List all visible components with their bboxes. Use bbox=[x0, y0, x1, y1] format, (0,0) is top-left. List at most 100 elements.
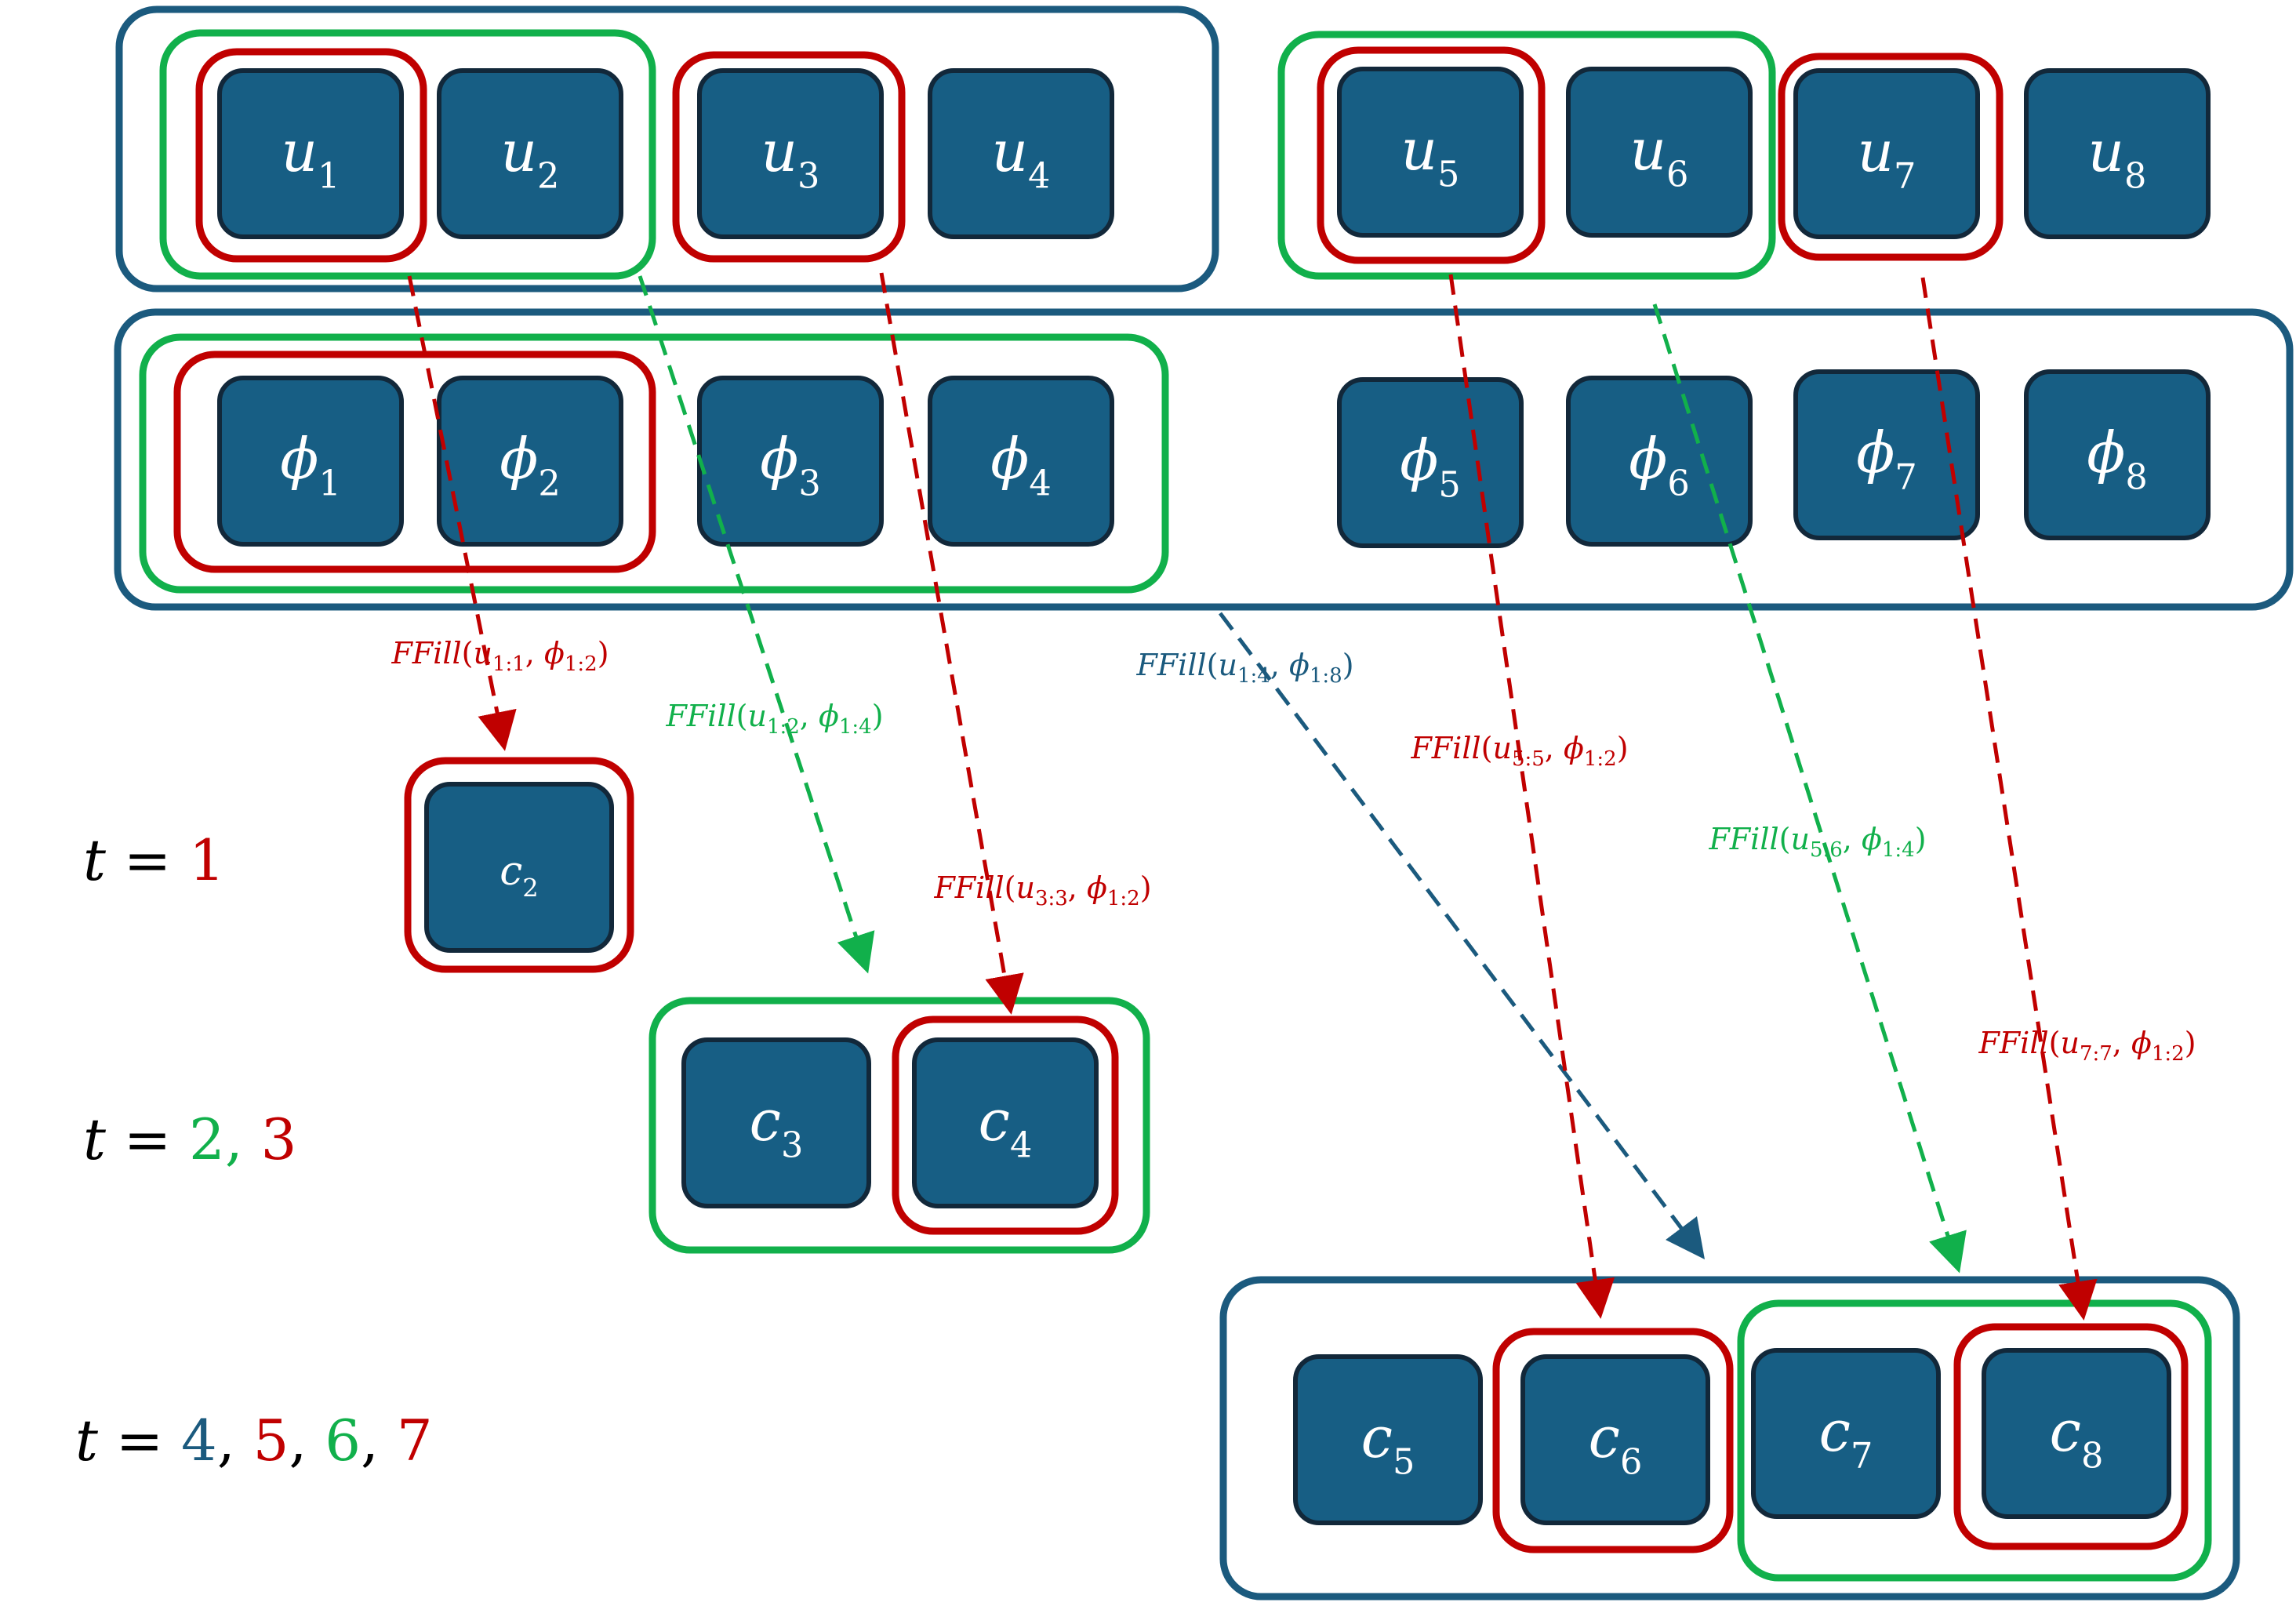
node-subscript: 3 bbox=[798, 463, 820, 504]
node-u-1: u1 bbox=[217, 68, 404, 239]
node-subscript: 8 bbox=[2124, 156, 2146, 197]
node-label: ϕ4 bbox=[990, 426, 1051, 504]
node-box bbox=[681, 1037, 871, 1208]
node-box bbox=[424, 782, 614, 953]
node-phi-8: ϕ8 bbox=[2024, 369, 2211, 540]
node-label: ϕ3 bbox=[760, 426, 820, 504]
edge-label: FFill(u5:5, ϕ1:2) bbox=[1410, 731, 1628, 771]
time-step-label-2: t = 2, 3 bbox=[83, 1106, 296, 1172]
node-box bbox=[912, 1037, 1099, 1208]
node-subscript: 1 bbox=[318, 156, 340, 197]
node-c-7: c7 bbox=[1751, 1348, 1941, 1519]
node-u-6: u6 bbox=[1566, 67, 1753, 238]
node-box bbox=[217, 376, 404, 547]
node-label: u1 bbox=[282, 118, 340, 197]
group-phi1-phi2-red bbox=[173, 351, 656, 573]
node-label: u7 bbox=[1858, 118, 1916, 197]
node-u-4: u4 bbox=[928, 68, 1114, 239]
edge-ffill-u1-1-phi1-2: FFill(u1:1, ϕ1:2) bbox=[391, 275, 609, 751]
node-symbol: c bbox=[1361, 1404, 1393, 1470]
node-subscript: 2 bbox=[538, 463, 560, 504]
node-label: c3 bbox=[750, 1088, 804, 1166]
node-label: ϕ5 bbox=[1400, 427, 1460, 506]
node-symbol: u bbox=[282, 118, 318, 184]
node-box bbox=[1982, 1348, 2171, 1519]
edge-line bbox=[407, 275, 517, 751]
node-box bbox=[2024, 369, 2211, 540]
node-u-8: u8 bbox=[2024, 68, 2211, 239]
node-label: c7 bbox=[1819, 1398, 1873, 1477]
node-box bbox=[437, 376, 623, 547]
node-symbol: c bbox=[750, 1088, 781, 1154]
edge-ffill-u5-6-phi1-4: FFill(u5:6, ϕ1:4) bbox=[1652, 303, 1967, 1274]
group-u1-red bbox=[195, 48, 427, 263]
node-symbol: ϕ bbox=[1400, 427, 1438, 493]
group-u1-u2-green bbox=[159, 29, 656, 280]
node-subscript: 5 bbox=[1437, 154, 1459, 195]
node-subscript: 3 bbox=[781, 1125, 803, 1166]
node-u-2: u2 bbox=[437, 68, 623, 239]
node-subscript: 6 bbox=[1666, 154, 1688, 195]
node-subscript: 6 bbox=[1620, 1442, 1642, 1483]
node-subscript: 7 bbox=[1851, 1436, 1873, 1477]
node-box bbox=[1293, 1354, 1483, 1525]
node-phi-3: ϕ3 bbox=[697, 376, 884, 547]
node-label: ϕ6 bbox=[1629, 426, 1689, 504]
node-box bbox=[437, 68, 623, 239]
edge-line bbox=[638, 275, 875, 974]
node-label: u2 bbox=[501, 118, 560, 197]
node-symbol: ϕ bbox=[760, 426, 798, 492]
node-subscript: 2 bbox=[522, 874, 538, 903]
edge-line bbox=[1920, 277, 2098, 1321]
edge-ffill-u1-2-phi1-4: FFill(u1:2, ϕ1:4) bbox=[638, 275, 884, 974]
node-symbol: c bbox=[2050, 1398, 2081, 1464]
node-subscript: 8 bbox=[2081, 1436, 2103, 1477]
group-c3-c4-green bbox=[648, 997, 1150, 1254]
node-label: c6 bbox=[1589, 1404, 1643, 1483]
node-symbol: ϕ bbox=[500, 426, 538, 492]
node-subscript: 4 bbox=[1010, 1125, 1032, 1166]
node-label: u3 bbox=[761, 118, 820, 197]
node-c-8: c8 bbox=[1982, 1348, 2171, 1519]
node-subscript: 3 bbox=[797, 156, 819, 197]
node-u-7: u7 bbox=[1793, 68, 1980, 239]
group-c5-c8-blue bbox=[1219, 1276, 2240, 1601]
time-step-label-1: t = 1 bbox=[83, 827, 225, 893]
node-label: u4 bbox=[992, 118, 1051, 197]
group-outlines bbox=[114, 5, 2294, 1601]
node-label: ϕ7 bbox=[1856, 420, 1916, 498]
node-box bbox=[1566, 67, 1753, 238]
node-label: c5 bbox=[1361, 1404, 1415, 1483]
node-box bbox=[928, 376, 1114, 547]
node-symbol: ϕ bbox=[280, 426, 318, 492]
node-subscript: 2 bbox=[537, 156, 559, 197]
group-c2-red bbox=[404, 757, 634, 973]
node-label: c8 bbox=[2050, 1398, 2104, 1477]
node-u-3: u3 bbox=[697, 68, 884, 239]
node-symbol: u bbox=[1401, 117, 1437, 183]
node-box bbox=[2024, 68, 2211, 239]
time-step-label-3: t = 4, 5, 6, 7 bbox=[75, 1408, 433, 1473]
node-subscript: 4 bbox=[1029, 463, 1051, 504]
edge-label: FFill(u3:3, ϕ1:2) bbox=[933, 870, 1151, 910]
node-u-5: u5 bbox=[1337, 67, 1524, 238]
node-label: u6 bbox=[1630, 117, 1689, 195]
edge-ffill-u3-3-phi1-2: FFill(u3:3, ϕ1:2) bbox=[879, 272, 1152, 1015]
group-c7-c8-green bbox=[1737, 1299, 2212, 1582]
node-symbol: ϕ bbox=[1856, 420, 1895, 485]
group-c6-red bbox=[1492, 1328, 1734, 1553]
group-phi1-phi4-green bbox=[139, 333, 1169, 594]
node-symbol: u bbox=[761, 118, 797, 184]
node-label: ϕ8 bbox=[2087, 420, 2147, 498]
node-label: ϕ2 bbox=[500, 426, 560, 504]
node-box bbox=[1793, 369, 1980, 540]
group-u5-u6-green bbox=[1277, 31, 1776, 280]
node-c-3: c3 bbox=[681, 1037, 871, 1208]
node-symbol: u bbox=[1630, 117, 1666, 183]
node-symbol: c bbox=[1819, 1398, 1851, 1464]
edge-ffill-u5-5-phi1-2: FFill(u5:5, ϕ1:2) bbox=[1410, 274, 1629, 1319]
edge-label: FFill(u7:7, ϕ1:2) bbox=[1978, 1026, 2196, 1066]
node-phi-6: ϕ6 bbox=[1566, 376, 1753, 547]
